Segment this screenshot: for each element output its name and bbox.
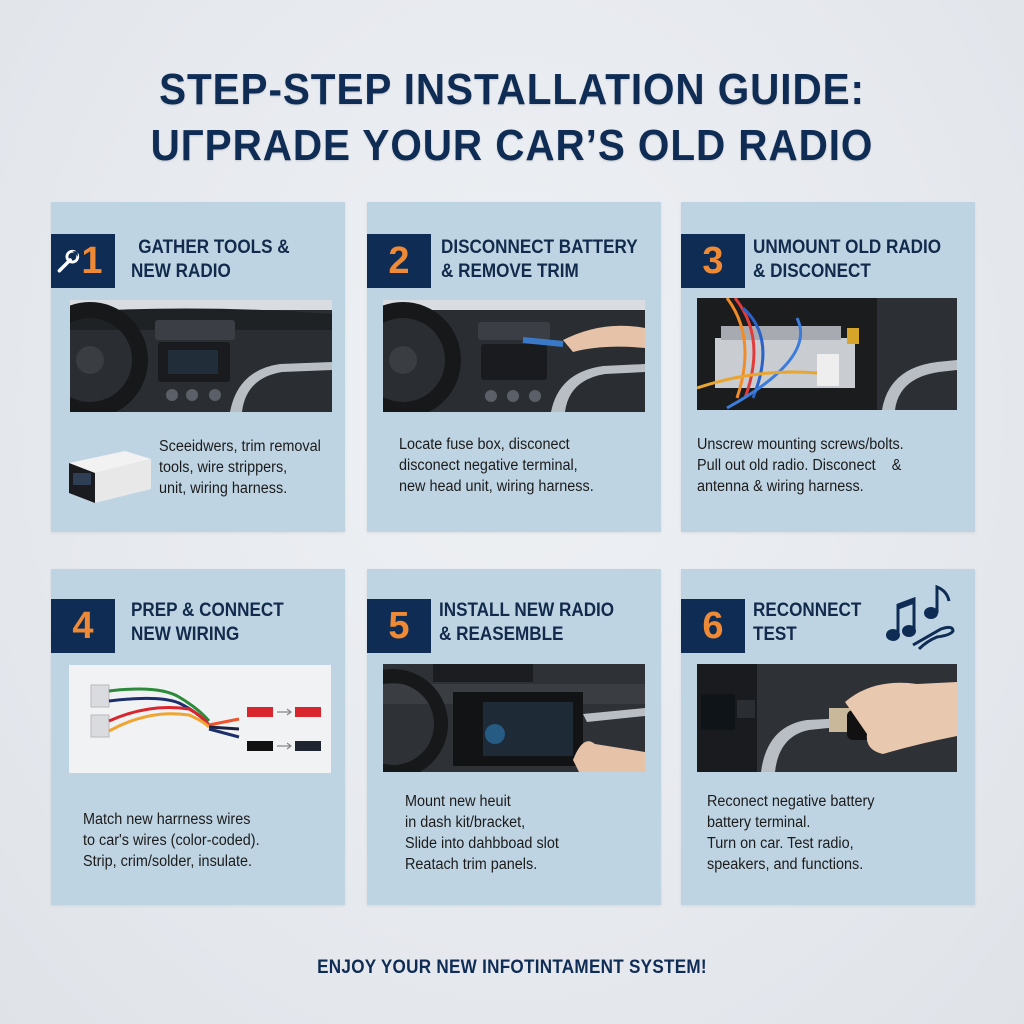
step-title-line-1: INSTALL NEW RADIO [439,600,615,621]
step-title-line-1: PREP & CONNECT [131,600,284,621]
step-description: Sceeidwers, trim removal tools, wire str… [159,436,321,499]
step-number-badge: 3 [681,234,745,288]
footer-message: ENJOY YOUR NEW INFOTINTAMENT SYSTEM! [317,957,707,978]
step-description: Reconect negative battery battery termin… [707,791,874,875]
desc-line: Reconect negative battery [707,793,875,810]
desc-line: tools, wire strippers, [159,459,288,476]
car-dashboard-photo [70,300,332,412]
step-number: 3 [702,240,724,282]
step-card-6: 6 RECONNECT TEST Reconect negative batte… [681,569,975,905]
desc-line: antenna & wiring harness. [697,478,864,495]
step-title: INSTALL NEW RADIO & REASEMBLE [439,599,614,647]
wiring-diagram [69,665,331,773]
step-number-badge: 2 [367,234,431,288]
step-title-line-2: NEW RADIO [131,261,231,282]
step-card-2: 2 DISCONNECT BATTERY & REMOVE TRIM Locat… [367,202,661,532]
step-number: 4 [72,605,94,647]
desc-line: in dash kit/bracket, [405,814,526,831]
ignition-key-photo [697,664,957,772]
step-card-4: 4 PREP & CONNECT NEW WIRING Match new ha… [51,569,345,905]
step-title: UNMOUNT OLD RADIO & DISCONECT [753,236,941,284]
step-number: 5 [388,605,410,647]
trim-removal-photo [383,300,645,412]
step-number-badge: 1 [51,234,115,288]
step-number: 2 [388,240,410,282]
step-title-line-1: DISCONNECT BATTERY [441,237,638,258]
desc-line: Strip, crim/solder, insulate. [83,853,253,870]
desc-line: Slide into dahbboad slot [405,835,559,852]
step-description: Unscrew mounting screws/bolts. Pull out … [697,434,904,497]
step-title-line-2: & DISCONECT [753,261,871,282]
desc-line: Sceeidwers, trim removal [159,438,321,455]
install-radio-photo [383,664,645,772]
step-title-line-1: UNMOUNT OLD RADIO [753,237,942,258]
step-number: 1 [81,240,103,282]
step-title-line-2: & REASEMBLE [439,624,564,645]
desc-line: unit, wiring harness. [159,480,288,497]
desc-line: battery terminal. [707,814,811,831]
desc-line: Pull out old radio. Disconect & [697,457,902,474]
title-line-1: STEP-STEP INSTALLATION GUIDE: [159,65,865,114]
radio-box-photo [69,451,151,503]
desc-line: Unscrew mounting screws/bolts. [697,436,904,453]
step-title-line-2: TEST [753,624,797,645]
step-title-line-2: & REMOVE TRIM [441,261,579,282]
music-notes-icon [886,584,955,651]
step-description: Locate fuse box, disconect disconect neg… [399,434,594,497]
step-title-line-1: GATHER TOOLS & [138,237,290,258]
desc-line: speakers, and functions. [707,856,864,873]
step-card-3: 3 UNMOUNT OLD RADIO & DISCONECT Unscrew … [681,202,975,532]
step-card-1: 1 GATHER TOOLS & NEW RADIO Sceeidwers, t… [51,202,345,532]
step-title-line-1: RECONNECT [753,600,862,621]
step-number-badge: 6 [681,599,745,653]
desc-line: Locate fuse box, disconect [399,436,570,453]
step-title: PREP & CONNECT NEW WIRING [131,599,284,647]
desc-line: Mount new heuit [405,793,511,810]
step-description: Mount new heuit in dash kit/bracket, Sli… [405,791,559,875]
radio-wiring-photo [697,298,957,410]
step-card-5: 5 INSTALL NEW RADIO & REASEMBLE Mount ne… [367,569,661,905]
step-description: Match new harrness wires to car's wires … [83,809,260,872]
step-number-badge: 5 [367,599,431,653]
wrench-icon [57,249,80,273]
step-title: DISCONNECT BATTERY & REMOVE TRIM [441,236,638,284]
desc-line: disconect negative terminal, [399,457,578,474]
desc-line: Turn on car. Test radio, [707,835,854,852]
desc-line: Reatach trim panels. [405,856,538,873]
desc-line: Match new harrness wires [83,811,251,828]
step-number-badge: 4 [51,599,115,653]
step-title-line-2: NEW WIRING [131,624,240,645]
desc-line: new head unit, wiring harness. [399,478,594,495]
page-title: STEP-STEP INSTALLATION GUIDE: UГPRADE YO… [41,62,983,174]
step-title: RECONNECT TEST [753,599,861,647]
desc-line: to car's wires (color-coded). [83,832,260,849]
title-line-2: UГPRADE YOUR CAR’S OLD RADIO [150,121,874,170]
step-title: GATHER TOOLS & NEW RADIO [131,236,290,284]
step-number: 6 [702,605,724,647]
